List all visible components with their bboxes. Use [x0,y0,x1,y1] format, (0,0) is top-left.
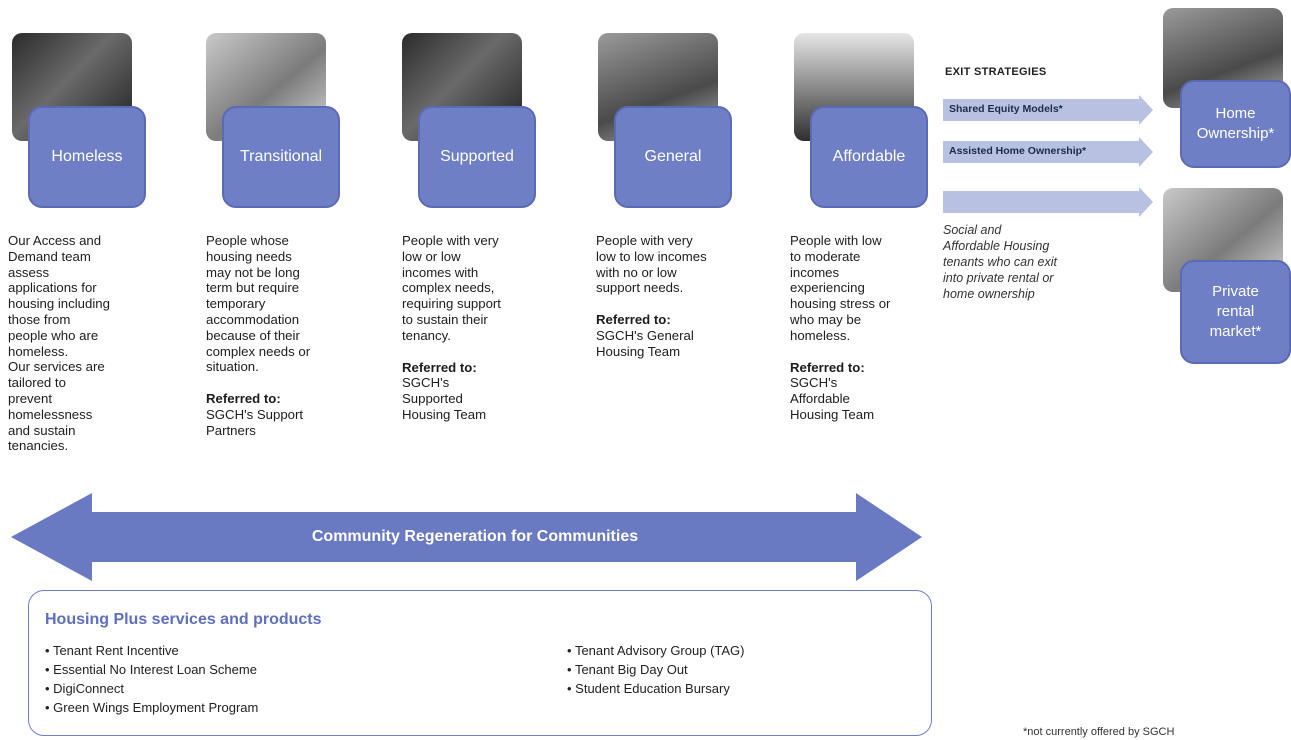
description-line: assess [8,264,50,280]
referred-to-label: Referred to: [206,391,281,407]
referred-line: SGCH's [790,375,838,391]
list-item: Tenant Big Day Out [567,660,744,679]
description-line: Our services are [8,359,105,375]
referred-line: Partners [206,422,256,438]
transitional-label: Transitional [239,148,323,165]
description-line: housing including [8,296,110,312]
description-line: people who are [8,327,99,343]
home-ownership-label: Home Ownership* [1196,105,1275,142]
description-line: applications for [8,280,97,296]
referred-line: Affordable [790,391,850,407]
description-line: low or low [402,248,461,264]
description-line: because of their [206,327,300,343]
description-line: with no or low [596,264,677,280]
referred-line: SGCH's General [596,327,694,343]
community-arrow-label: Community Regeneration for Communities [311,528,639,545]
description-line: may not be long [206,264,300,280]
affordable-label: Affordable [832,148,906,165]
description-line: Our Access and [8,233,102,248]
referred-line: Housing Team [790,406,875,422]
description-line: complex needs or [206,343,311,359]
description-line: complex needs, [402,280,495,296]
transitional-box: Transitional [222,106,340,208]
list-item: Student Education Bursary [567,679,744,698]
description-line: term but require [206,280,300,296]
homeless-label: Homeless [51,148,123,165]
list-item: Tenant Advisory Group (TAG) [567,641,745,660]
exit-note-line: into private rental or [943,271,1054,285]
exit-note-line: Social and [943,223,1002,237]
list-item: Tenant Rent Incentive [45,641,258,660]
housing-plus-panel: Housing Plus services and products Tenan… [28,590,932,736]
description-line: Demand team [8,248,91,264]
list-item: Green Wings Employment Program [45,698,258,717]
description-line: homelessness [8,406,93,422]
description-line: housing stress or [790,296,891,312]
referred-line: Supported [402,391,463,407]
description-line: housing needs [206,248,292,264]
list-item: DigiConnect [45,679,258,698]
description-line: homeless. [790,327,851,343]
description-line: tenancies. [8,438,69,454]
referred-to-label: Referred to: [402,359,477,375]
description-line: tenancy. [402,327,451,343]
referred-line: Housing Team [596,343,681,359]
description-line: low to low incomes [596,248,707,264]
exit-note-line: tenants who can exit [943,255,1057,269]
description-line: People with very [596,233,693,248]
housing-plus-left-list: Tenant Rent Incentive Essential No Inter… [45,641,258,717]
description-line: temporary [206,296,266,312]
exit-strategies-title: EXIT STRATEGIES [945,66,1047,78]
footnote: *not currently offered by SGCH [1023,726,1175,738]
shared-equity-label: Shared Equity Models* [949,103,1063,115]
general-label: General [644,148,702,165]
list-item: Essential No Interest Loan Scheme [45,660,258,679]
description-line: prevent [8,390,52,406]
housing-plus-right-list: Tenant Advisory Group (TAG) Tenant Big D… [567,641,745,698]
assisted-home-ownership-label: Assisted Home Ownership* [949,145,1087,157]
description-line: to moderate [790,248,861,264]
description-line: People with very [402,233,499,248]
affordable-box: Affordable [810,106,928,208]
housing-plus-title: Housing Plus services and products [45,611,322,628]
description-line: People with low [790,233,882,248]
community-double-arrow [11,493,922,581]
referred-to-label: Referred to: [596,312,671,328]
description-line: who may be [790,311,862,327]
description-line: support needs. [596,280,684,296]
exit-note-line: home ownership [943,287,1035,301]
referred-line: Housing Team [402,406,487,422]
description-line: requiring support [402,296,501,312]
description-line: and sustain [8,422,76,438]
homeless-box: Homeless [28,106,146,208]
supported-box: Supported [418,106,536,208]
description-line: experiencing [790,280,865,296]
description-line: situation. [206,359,259,375]
description-line: to sustain their [402,311,488,327]
description-line: incomes [790,264,840,280]
description-line: those from [8,311,71,327]
description-line: incomes with [402,264,479,280]
private-rental-label: Private rental market* [1209,283,1262,340]
description-line: homeless. [8,343,69,359]
referred-line: SGCH's Support [206,406,304,422]
exit-note-line: Affordable Housing [943,239,1050,253]
description-line: accommodation [206,311,300,327]
home-ownership-box: Home Ownership* [1180,80,1291,168]
referred-to-label: Referred to: [790,359,865,375]
referred-line: SGCH's [402,375,450,391]
description-line: tailored to [8,375,66,391]
general-box: General [614,106,732,208]
private-rental-box: Private rental market* [1180,260,1291,364]
supported-label: Supported [440,148,514,165]
description-line: People whose [206,233,289,248]
